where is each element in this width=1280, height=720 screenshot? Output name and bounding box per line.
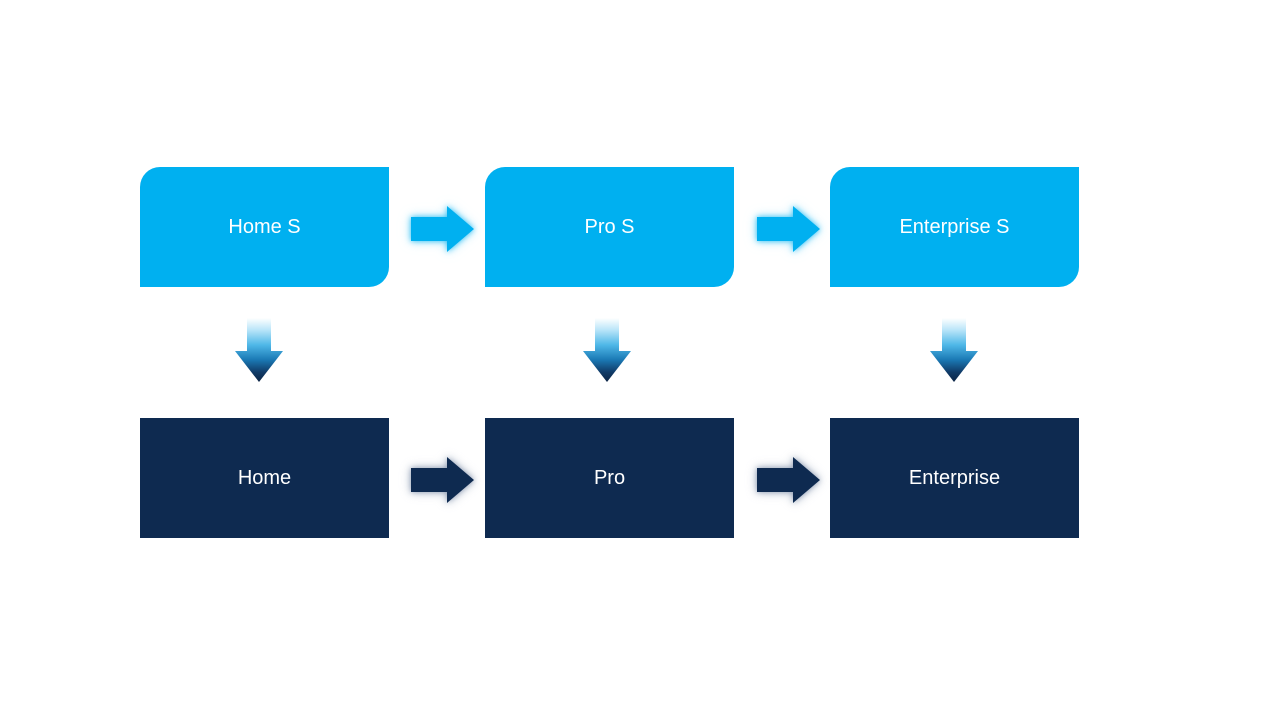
node-pro-label: Pro: [593, 467, 626, 489]
node-home-s-label: Home S: [228, 216, 301, 238]
node-pro-s: Pro S: [485, 167, 734, 287]
right-arrow-icon: [411, 206, 474, 252]
node-home: Home: [140, 418, 389, 538]
node-enterprise-label: Enterprise: [908, 467, 1001, 489]
node-home-s: Home S: [140, 167, 389, 287]
node-pro-s-label: Pro S: [584, 216, 635, 238]
node-home-label: Home: [237, 467, 292, 489]
right-arrow-icon: [411, 457, 474, 503]
node-enterprise-s: Enterprise S: [830, 167, 1079, 287]
right-arrow-icon: [757, 457, 820, 503]
right-arrow-icon: [757, 206, 820, 252]
down-arrow-icon: [583, 318, 631, 382]
node-pro: Pro: [485, 418, 734, 538]
node-enterprise-s-label: Enterprise S: [899, 216, 1010, 238]
down-arrow-icon: [235, 318, 283, 382]
node-enterprise: Enterprise: [830, 418, 1079, 538]
down-arrow-icon: [930, 318, 978, 382]
